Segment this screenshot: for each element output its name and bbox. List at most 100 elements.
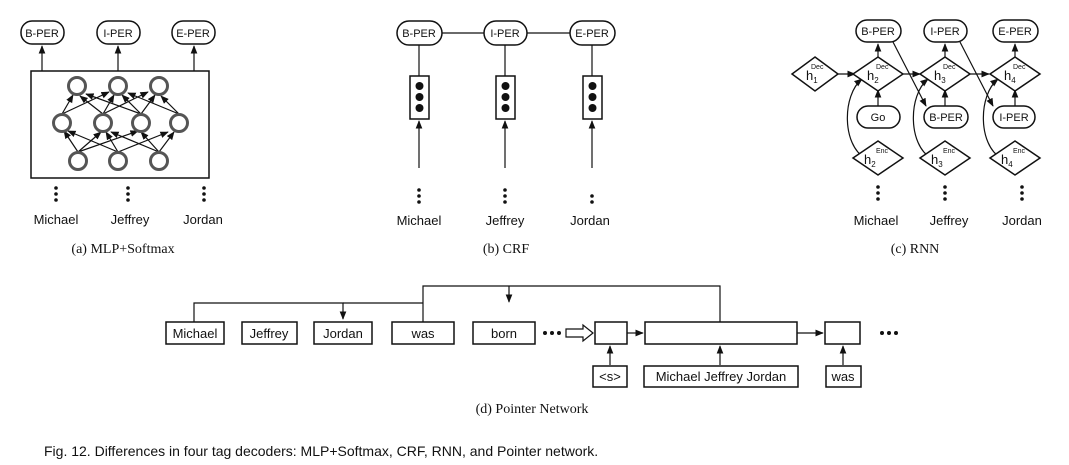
rnn-input-i-per [992,105,1036,129]
rnn-input-b-per [923,105,969,129]
rnn-enc-label: Enc [1013,148,1026,155]
pointer-input-entity [643,365,799,388]
mlp-ellipsis-dots [54,186,206,202]
pointer-token-was [391,321,455,345]
crf-word-jeffrey: Jeffrey [486,213,525,228]
hollow-arrow-icon [565,323,594,343]
pointer-token-michael [165,321,225,345]
crf-tag-i-per-label: I-PER [490,28,519,40]
rnn-dec-label: Dec [811,64,824,71]
svg-text:h3: h3 [934,68,946,85]
pointer-decoder-step-1 [594,321,628,345]
crf-word-jordan: Jordan [570,213,610,228]
caption-d: (d) Pointer Network [476,402,589,417]
rnn-input-go-label: Go [871,112,886,124]
pointer-input-was [825,365,862,388]
rnn-h-subscript: 4 [1011,76,1016,85]
figure-caption: Fig. 12. Differences in four tag decoder… [44,443,598,459]
mlp-tag-e-per-label: E-PER [176,28,210,40]
crf-tag-b-per-label: B-PER [402,28,436,40]
rnn-input-i-per-label: I-PER [999,112,1028,124]
pointer-ellipsis-dots [543,331,898,335]
rnn-h-letter: h [1001,152,1008,167]
crf-feature-vectors [409,75,603,120]
rnn-tag-b-per [855,19,902,43]
mlp-tag-i-per-label: I-PER [103,28,132,40]
pointer-span-2 [422,285,721,322]
rnn-word-jordan: Jordan [1002,213,1042,228]
rnn-h-letter: h [1004,68,1011,83]
rnn-tag-e-per [992,19,1039,43]
rnn-encoder-h2 [851,140,905,176]
panel-crf: B-PER I-PER E-PER Michael Jeffrey Jordan… [396,20,616,257]
mlp-word-jordan: Jordan [183,212,223,227]
panel-rnn: B-PER I-PER E-PER h1 Dec h2 Dec [790,19,1042,257]
caption-a: (a) MLP+Softmax [71,242,174,257]
pointer-token-jeffrey-label: Jeffrey [250,326,289,341]
caption-c: (c) RNN [891,242,940,257]
pointer-input-start [592,365,628,388]
rnn-h-subscript: 2 [871,160,876,169]
pointer-decoder-step-2 [644,321,798,345]
pointer-input-entity-label: Michael Jeffrey Jordan [656,369,787,384]
pointer-token-born-label: born [491,326,517,341]
svg-text:h3: h3 [931,152,943,169]
panel-mlp-softmax: B-PER I-PER E-PER [20,20,223,257]
rnn-encoder-h4 [988,140,1042,176]
rnn-tag-e-per-label: E-PER [998,26,1032,38]
rnn-decoder-h2 [851,56,905,92]
rnn-h-subscript: 1 [813,76,818,85]
caption-b: (b) CRF [483,242,530,257]
svg-text:h4: h4 [1004,68,1016,85]
mlp-tag-b-per [20,20,65,45]
rnn-h-letter: h [867,68,874,83]
rnn-dec-label: Dec [943,64,956,71]
rnn-h-letter: h [934,68,941,83]
rnn-enc-label: Enc [876,148,889,155]
svg-text:h2: h2 [864,152,876,169]
crf-tag-e-per-label: E-PER [575,28,609,40]
rnn-encoder-h3 [918,140,972,176]
rnn-dec-label: Dec [1013,64,1026,71]
pointer-decoder-step-3 [824,321,861,345]
svg-text:h2: h2 [867,68,879,85]
mlp-tag-b-per-label: B-PER [25,28,59,40]
rnn-h-letter: h [931,152,938,167]
rnn-input-go [856,105,901,129]
crf-word-michael: Michael [397,213,442,228]
pointer-token-born [472,321,536,345]
rnn-h-subscript: 3 [941,76,946,85]
mlp-nodes [52,76,189,171]
mlp-word-jeffrey: Jeffrey [111,212,150,227]
pointer-token-jeffrey [241,321,298,345]
rnn-h-subscript: 4 [1008,160,1013,169]
pointer-span-1 [193,302,347,322]
rnn-tag-i-per-label: I-PER [930,26,959,38]
rnn-tag-b-per-label: B-PER [861,26,895,38]
rnn-dec-label: Dec [876,64,889,71]
svg-text:h4: h4 [1001,152,1013,169]
rnn-tag-i-per [923,19,968,43]
rnn-decoder-h1 [790,56,840,92]
crf-ellipsis-dots [417,188,594,204]
rnn-ellipsis-dots [876,185,1024,201]
rnn-h-letter: h [806,68,813,83]
rnn-input-b-per-label: B-PER [929,112,963,124]
mlp-edges [61,91,180,153]
pointer-token-was-label: was [410,326,435,341]
rnn-h-subscript: 3 [938,160,943,169]
pointer-token-michael-label: Michael [173,326,218,341]
mlp-tag-e-per [171,20,216,45]
mlp-tag-i-per [96,20,141,45]
pointer-token-jordan-label: Jordan [323,326,363,341]
rnn-h-letter: h [864,152,871,167]
mlp-word-michael: Michael [34,212,79,227]
rnn-word-jeffrey: Jeffrey [930,213,969,228]
rnn-decoder-h3 [918,56,972,92]
rnn-word-michael: Michael [854,213,899,228]
pointer-input-was-label: was [830,369,855,384]
rnn-enc-label: Enc [943,148,956,155]
pointer-token-jordan [313,321,373,345]
rnn-h-subscript: 2 [874,76,879,85]
